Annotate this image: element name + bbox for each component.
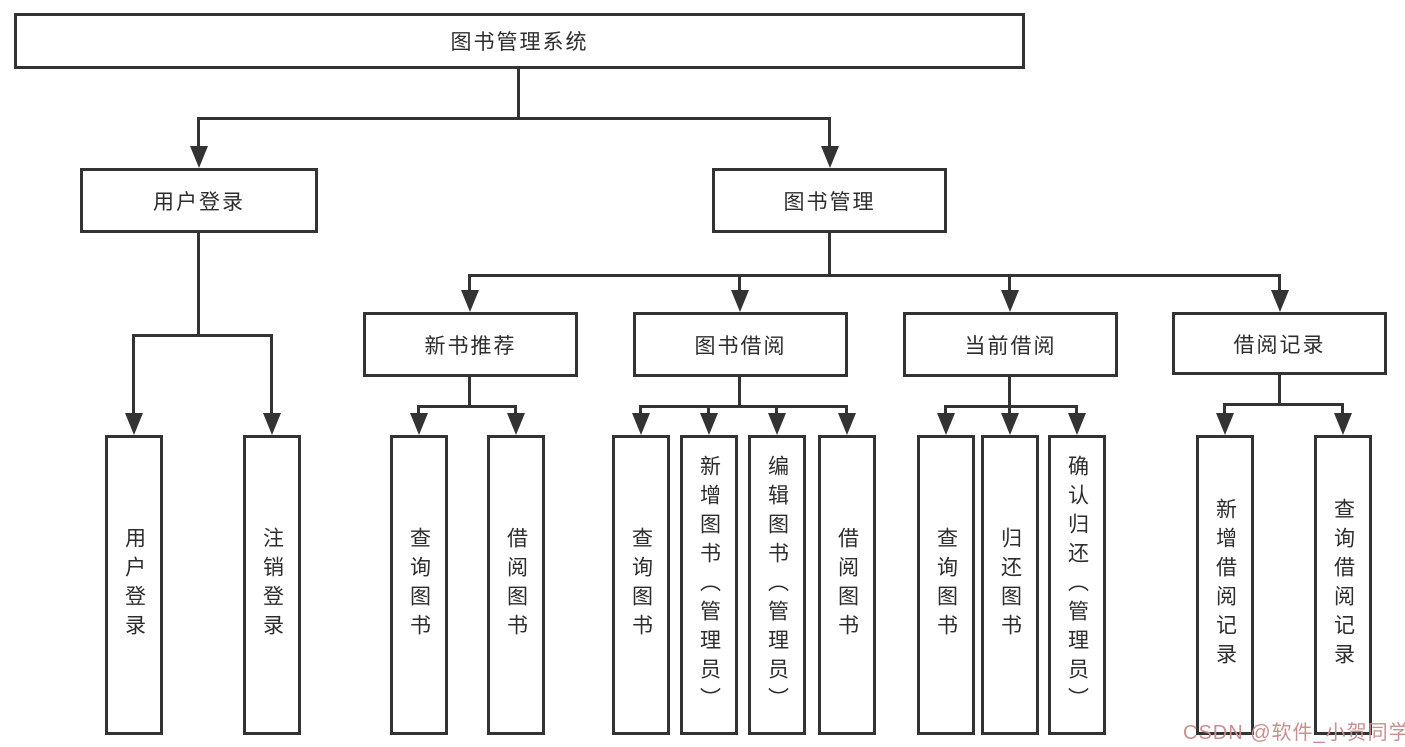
node-book-borrow: 图书借阅 — [633, 312, 848, 377]
arrow-down-icon — [1001, 413, 1019, 435]
leaf-label: 查询借阅记录 — [1331, 498, 1355, 672]
connector-line — [707, 405, 710, 417]
connector-line — [132, 334, 135, 416]
connector-line — [1008, 375, 1011, 407]
arrow-down-icon — [838, 413, 856, 435]
connector-line — [1075, 405, 1078, 417]
arrow-down-icon — [1068, 413, 1086, 435]
node-user-login: 用户登录 — [80, 168, 318, 233]
connector-line — [775, 405, 778, 417]
arrow-down-icon — [125, 413, 143, 435]
arrow-down-icon — [190, 146, 208, 168]
leaf-query-books-recommend: 查询图书 — [390, 435, 448, 735]
leaf-label: 查询图书 — [629, 527, 653, 643]
connector-line — [199, 117, 830, 120]
arrow-down-icon — [1271, 290, 1289, 312]
leaf-label: 借阅图书 — [835, 527, 859, 643]
node-root: 图书管理系统 — [14, 13, 1025, 69]
connector-line — [197, 117, 200, 149]
connector-line — [639, 405, 642, 417]
connector-line — [845, 405, 848, 417]
arrow-down-icon — [1216, 413, 1234, 435]
arrow-down-icon — [632, 413, 650, 435]
leaf-confirm-return-admin: 确认归还（管理员） — [1048, 435, 1106, 735]
leaf-label: 用户登录 — [122, 527, 146, 643]
connector-line — [738, 274, 741, 294]
arrow-down-icon — [507, 413, 525, 435]
connector-line — [1008, 274, 1011, 294]
connector-line — [1225, 403, 1343, 406]
leaf-label: 查询图书 — [407, 527, 431, 643]
node-borrow-records: 借阅记录 — [1172, 312, 1387, 375]
leaf-label: 借阅图书 — [504, 527, 528, 643]
connector-line — [470, 274, 1280, 277]
connector-line — [1008, 405, 1011, 417]
connector-line — [468, 274, 471, 294]
leaf-label: 新增借阅记录 — [1213, 498, 1237, 672]
connector-line — [1278, 274, 1281, 294]
arrow-down-icon — [1334, 413, 1352, 435]
leaf-label: 编辑图书（管理员） — [765, 454, 789, 716]
arrow-down-icon — [731, 290, 749, 312]
leaf-add-borrow-record: 新增借阅记录 — [1196, 435, 1254, 735]
connector-line — [517, 67, 520, 119]
connector-line — [419, 405, 516, 408]
csdn-watermark: CSDN @软件_小贺同学 — [1183, 722, 1405, 744]
connector-line — [1341, 403, 1344, 417]
connector-line — [197, 231, 200, 336]
arrow-down-icon — [263, 413, 281, 435]
arrow-down-icon — [410, 413, 428, 435]
leaf-label: 查询图书 — [934, 527, 958, 643]
leaf-label: 确认归还（管理员） — [1065, 454, 1089, 716]
arrow-down-icon — [768, 413, 786, 435]
connector-line — [1223, 403, 1226, 417]
connector-line — [828, 117, 831, 149]
arrow-down-icon — [1001, 290, 1019, 312]
leaf-return-books: 归还图书 — [981, 435, 1039, 735]
arrow-down-icon — [700, 413, 718, 435]
leaf-add-books-admin: 新增图书（管理员） — [680, 435, 738, 735]
connector-line — [514, 405, 517, 417]
node-book-management: 图书管理 — [712, 168, 947, 233]
leaf-edit-books-admin: 编辑图书（管理员） — [748, 435, 806, 735]
connector-line — [417, 405, 420, 417]
connector-line — [944, 405, 947, 417]
leaf-label: 注销登录 — [260, 527, 284, 643]
connector-line — [828, 231, 831, 276]
node-current-borrow: 当前借阅 — [903, 312, 1118, 377]
connector-line — [1278, 373, 1281, 405]
leaf-user-login: 用户登录 — [105, 435, 163, 735]
connector-line — [641, 405, 847, 408]
leaf-logout: 注销登录 — [243, 435, 301, 735]
connector-line — [270, 334, 273, 416]
connector-line — [946, 405, 1077, 408]
node-new-book-recommend: 新书推荐 — [363, 312, 578, 377]
leaf-query-borrow-record: 查询借阅记录 — [1314, 435, 1372, 735]
arrow-down-icon — [937, 413, 955, 435]
leaf-borrow-books-recommend: 借阅图书 — [487, 435, 545, 735]
leaf-query-books-current: 查询图书 — [917, 435, 975, 735]
connector-line — [134, 334, 272, 337]
arrow-down-icon — [461, 290, 479, 312]
connector-line — [468, 375, 471, 407]
leaf-borrow-books: 借阅图书 — [818, 435, 876, 735]
arrow-down-icon — [821, 146, 839, 168]
connector-line — [738, 375, 741, 407]
leaf-label: 归还图书 — [998, 527, 1022, 643]
leaf-label: 新增图书（管理员） — [697, 454, 721, 716]
leaf-query-books-borrow: 查询图书 — [612, 435, 670, 735]
